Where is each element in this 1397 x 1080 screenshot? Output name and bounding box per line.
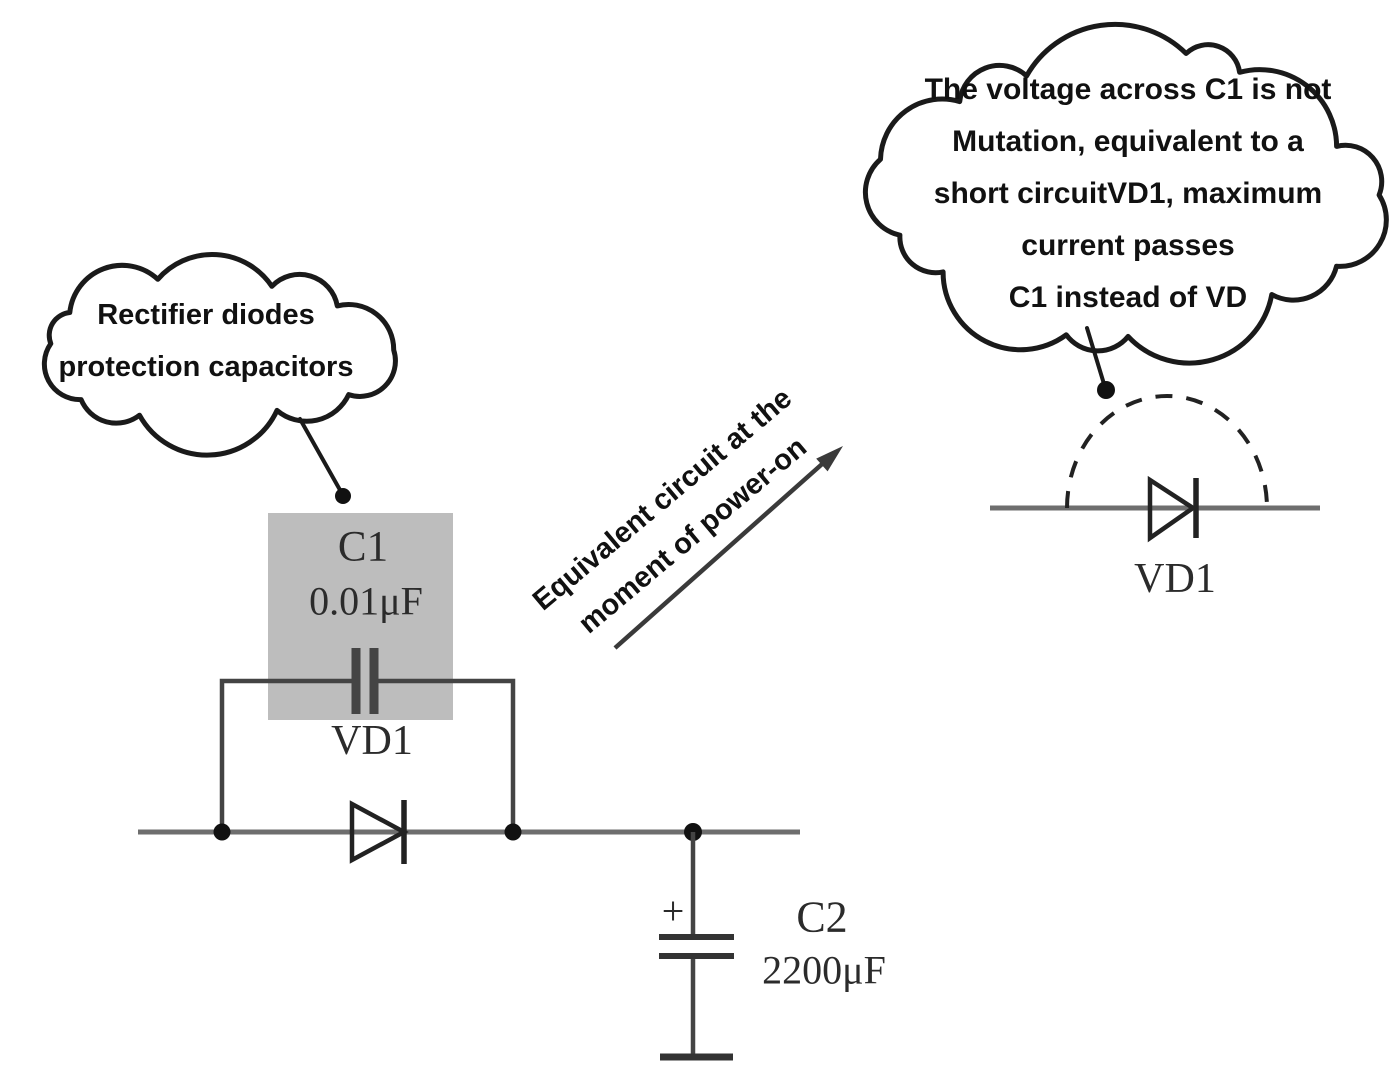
left-cloud-bubble: [41, 252, 398, 458]
c1-branch-left-wire: [219, 678, 352, 832]
arrow-head: [816, 446, 843, 472]
c1-value-label: 0.01μF: [309, 578, 423, 624]
capacitor-c2-symbol: [659, 832, 734, 1061]
right-cloud-line-3: short circuitVD1, maximum: [933, 177, 1323, 210]
bypass-dashed-arc: [1065, 394, 1269, 509]
left-callout: [41, 252, 398, 504]
diode-vd1-symbol: [349, 800, 409, 864]
left-cloud-line-1: Rectifier diodes: [97, 299, 315, 331]
right-cloud-line-2: Mutation, equivalent to a: [952, 125, 1304, 158]
junction-dot: [213, 823, 231, 841]
c1-branch-right-wire: [378, 678, 516, 832]
right-cloud-line-4: current passes: [1021, 229, 1235, 262]
left-cloud-line-2: protection capacitors: [58, 351, 354, 383]
diode-triangle: [1147, 475, 1198, 543]
c2-value-label: 2200μF: [762, 947, 886, 993]
diode-triangle: [349, 800, 409, 864]
right-callout: [862, 21, 1389, 399]
left-cloud-pointer-dot: [335, 488, 351, 504]
junction-dot: [504, 823, 522, 841]
right-cloud-pointer-dot: [1097, 381, 1115, 399]
equivalent-circuit: [990, 394, 1320, 543]
vd1-right-label: VD1: [1134, 556, 1216, 602]
arrow-shaft: [613, 455, 832, 650]
right-cloud-line-1: The voltage across C1 is not: [924, 73, 1332, 106]
c2-ref-label: C2: [796, 892, 848, 942]
vd1-left-label: VD1: [331, 718, 413, 764]
equivalence-arrow: [613, 446, 843, 650]
c2-polarity-sign: +: [661, 888, 685, 934]
c1-ref-label: C1: [337, 523, 389, 571]
capacitor-c1-symbol: [351, 648, 379, 714]
right-cloud-line-5: C1 instead of VD: [1008, 281, 1248, 314]
right-cloud-text: The voltage across C1 is not Mutation, e…: [925, 64, 1332, 324]
left-cloud-pointer-line: [298, 417, 342, 492]
left-cloud-text: Rectifier diodes protection capacitors: [59, 289, 354, 393]
diode-vd1-right-symbol: [1147, 475, 1199, 543]
main-circuit: [138, 648, 800, 1061]
right-cloud-pointer-line: [1085, 326, 1106, 386]
right-cloud-bubble: [862, 21, 1389, 366]
